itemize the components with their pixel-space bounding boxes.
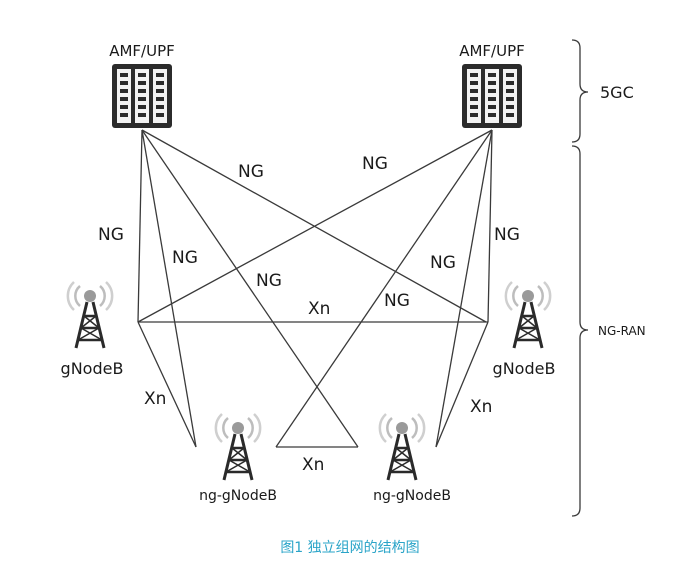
bracket-label-ng-ran: NG-RAN — [598, 324, 646, 338]
link-label-ng: NG — [494, 225, 520, 245]
bracket-ng-ran — [571, 145, 589, 517]
node-label-amf-left: AMF/UPF — [109, 42, 175, 60]
server-rack-icon — [462, 64, 522, 128]
link-label-ng: NG — [430, 253, 456, 273]
link-label-xn: Xn — [144, 389, 166, 409]
link-label-ng: NG — [98, 225, 124, 245]
ng-link-amfr-gnbr — [487, 129, 493, 323]
cell-tower-icon — [504, 280, 552, 350]
cell-tower-icon — [66, 280, 114, 350]
link-label-ng: NG — [362, 154, 388, 174]
cell-tower-icon — [378, 412, 426, 482]
link-label-xn: Xn — [308, 299, 330, 319]
xn-link-left — [137, 321, 197, 448]
figure-caption: 图1 独立组网的结构图 — [280, 540, 419, 556]
ng-link-amfl-gnbl — [137, 129, 143, 323]
bracket-5gc — [571, 39, 589, 143]
node-label-gnodeb-left: gNodeB — [61, 359, 124, 378]
link-label-ng: NG — [238, 162, 264, 182]
ng-link-amfl-nggnbr — [141, 129, 359, 448]
bracket-label-5gc: 5GC — [600, 83, 634, 102]
ng-link-amfl-nggnbl — [141, 129, 197, 448]
connection-lines — [137, 129, 493, 448]
node-label-gnodeb-right: gNodeB — [493, 359, 556, 378]
ng-link-amfr-gnbl — [137, 129, 493, 323]
node-label-ng-gnodeb-right: ng-gNodeB — [373, 488, 451, 504]
link-label-xn: Xn — [302, 455, 324, 475]
cell-tower-icon — [214, 412, 262, 482]
link-label-ng: NG — [256, 271, 282, 291]
link-label-ng: NG — [384, 291, 410, 311]
link-label-ng: NG — [172, 248, 198, 268]
link-label-xn: Xn — [470, 397, 492, 417]
node-label-ng-gnodeb-left: ng-gNodeB — [199, 488, 277, 504]
ng-link-amfr-nggnbr — [435, 129, 493, 448]
server-rack-icon — [112, 64, 172, 128]
node-label-amf-right: AMF/UPF — [459, 42, 525, 60]
xn-link-right — [435, 321, 489, 448]
ng-link-amfr-nggnbl — [275, 129, 493, 448]
